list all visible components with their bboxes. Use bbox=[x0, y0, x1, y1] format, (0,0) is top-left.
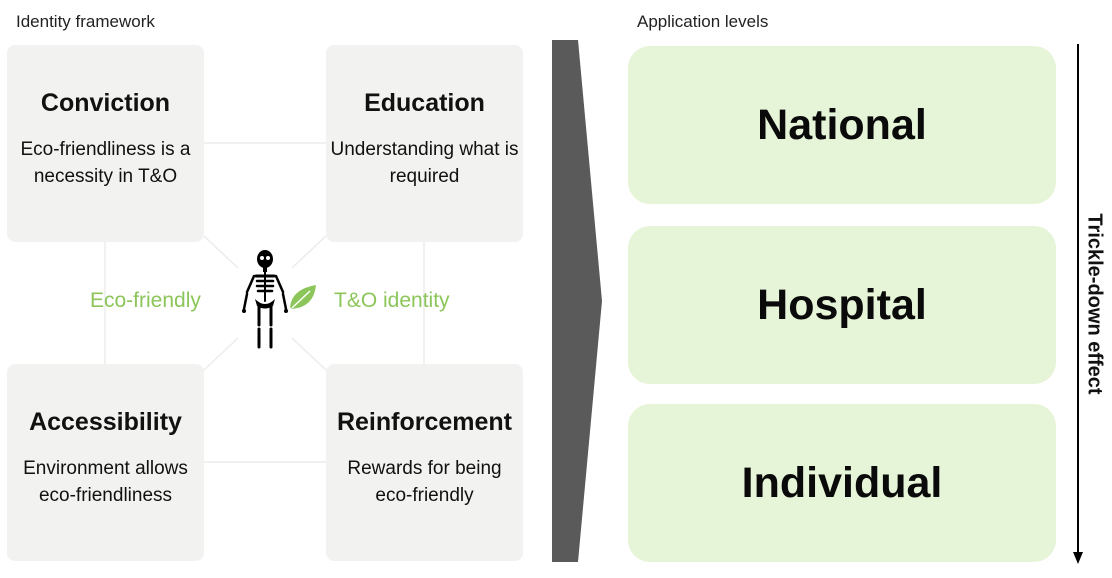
card-reinforcement: Reinforcement Rewards for being eco-frie… bbox=[326, 364, 523, 561]
connector-lines bbox=[104, 142, 425, 463]
level-hospital: Hospital bbox=[628, 226, 1056, 384]
tno-identity-label: T&O identity bbox=[334, 289, 450, 312]
card-description: Environment allows eco-friendliness bbox=[23, 458, 188, 506]
card-description: Rewards for being eco-friendly bbox=[347, 458, 502, 506]
arrow-down-icon bbox=[1073, 44, 1083, 564]
application-levels-heading: Application levels bbox=[637, 12, 769, 31]
trickle-down-label: Trickle-down effect bbox=[1083, 213, 1106, 395]
card-description: Eco-friendliness is a necessity in T&O bbox=[20, 139, 191, 187]
skeleton-with-leaf-icon bbox=[242, 250, 316, 349]
chevron-arrow bbox=[552, 40, 602, 562]
level-national: National bbox=[628, 46, 1056, 204]
card-education: Education Understanding what is required bbox=[326, 45, 523, 242]
card-title: Reinforcement bbox=[336, 408, 513, 436]
card-conviction: Conviction Eco-friendliness is a necessi… bbox=[7, 45, 204, 242]
card-accessibility: Accessibility Environment allows eco-fri… bbox=[7, 364, 204, 561]
card-title: Conviction bbox=[40, 89, 171, 117]
card-description: Understanding what is required bbox=[330, 139, 519, 187]
level-individual: Individual bbox=[628, 404, 1056, 562]
card-title: Accessibility bbox=[29, 408, 182, 436]
identity-framework-heading: Identity framework bbox=[16, 12, 155, 31]
card-title: Education bbox=[364, 89, 485, 117]
eco-friendly-label: Eco-friendly bbox=[90, 289, 201, 312]
